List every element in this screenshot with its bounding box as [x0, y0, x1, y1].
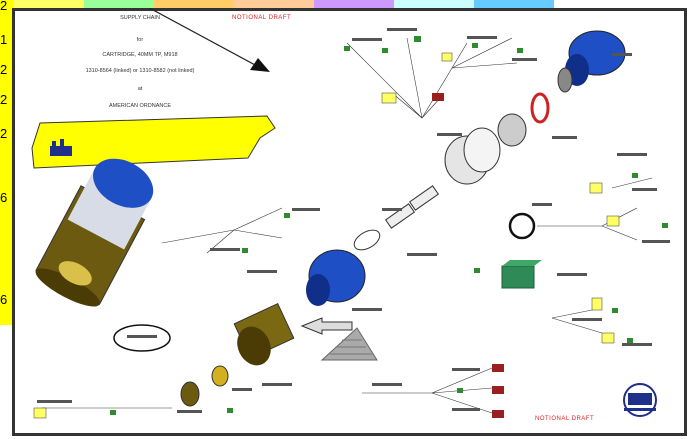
supply-chain-diagram [31, 8, 670, 419]
green-box-shape [501, 260, 542, 289]
ring-shape [508, 212, 536, 240]
side-label: 2 [0, 62, 8, 77]
factory-icon [432, 93, 504, 418]
cartridge-icon [35, 158, 154, 307]
title-line: SUPPLY CHAIN [120, 15, 160, 21]
disk-shape [557, 67, 573, 93]
casing-shape [233, 302, 295, 366]
node-label-blobs [37, 28, 670, 413]
ring-shape [530, 92, 550, 124]
title-line: AMERICAN ORDNANCE [108, 103, 172, 109]
cartridge-icon [306, 249, 366, 306]
title-line: CARTRIDGE, 40MM TP, M918 [102, 52, 178, 58]
arrow-icon [148, 8, 270, 72]
side-label: 1 [0, 32, 8, 47]
casing-shape [180, 381, 200, 407]
side-strip [0, 0, 14, 325]
cylinder-shape [497, 113, 527, 147]
state-outline-icons [33, 52, 620, 419]
ring-shape [353, 229, 381, 251]
side-label: 6 [0, 190, 8, 205]
top-strip [14, 0, 695, 8]
logo-seal-icon [623, 383, 657, 417]
notional-draft-label: NOTIONAL DRAFT [535, 416, 595, 422]
factory-icon [110, 36, 668, 415]
title-line: at [137, 86, 143, 92]
tube-shape [408, 185, 440, 211]
side-label: 6 [0, 292, 8, 307]
cylinder-shape [444, 127, 501, 185]
title-line: 1310-8564 (linked) or 1310-8582 (not lin… [85, 68, 195, 74]
side-label: 2 [0, 126, 8, 141]
tennessee-map-icon [31, 115, 276, 169]
tube-shape [384, 203, 416, 229]
side-label: 2 [0, 0, 8, 13]
arrow-icon [300, 317, 353, 335]
pellet-pile-shape [320, 327, 378, 361]
title-line: for [136, 37, 144, 43]
notional-draft-label: NOTIONAL DRAFT [232, 15, 292, 21]
side-label: 2 [0, 92, 8, 107]
casing-shape [211, 365, 229, 387]
cartridge-icon [565, 30, 626, 86]
